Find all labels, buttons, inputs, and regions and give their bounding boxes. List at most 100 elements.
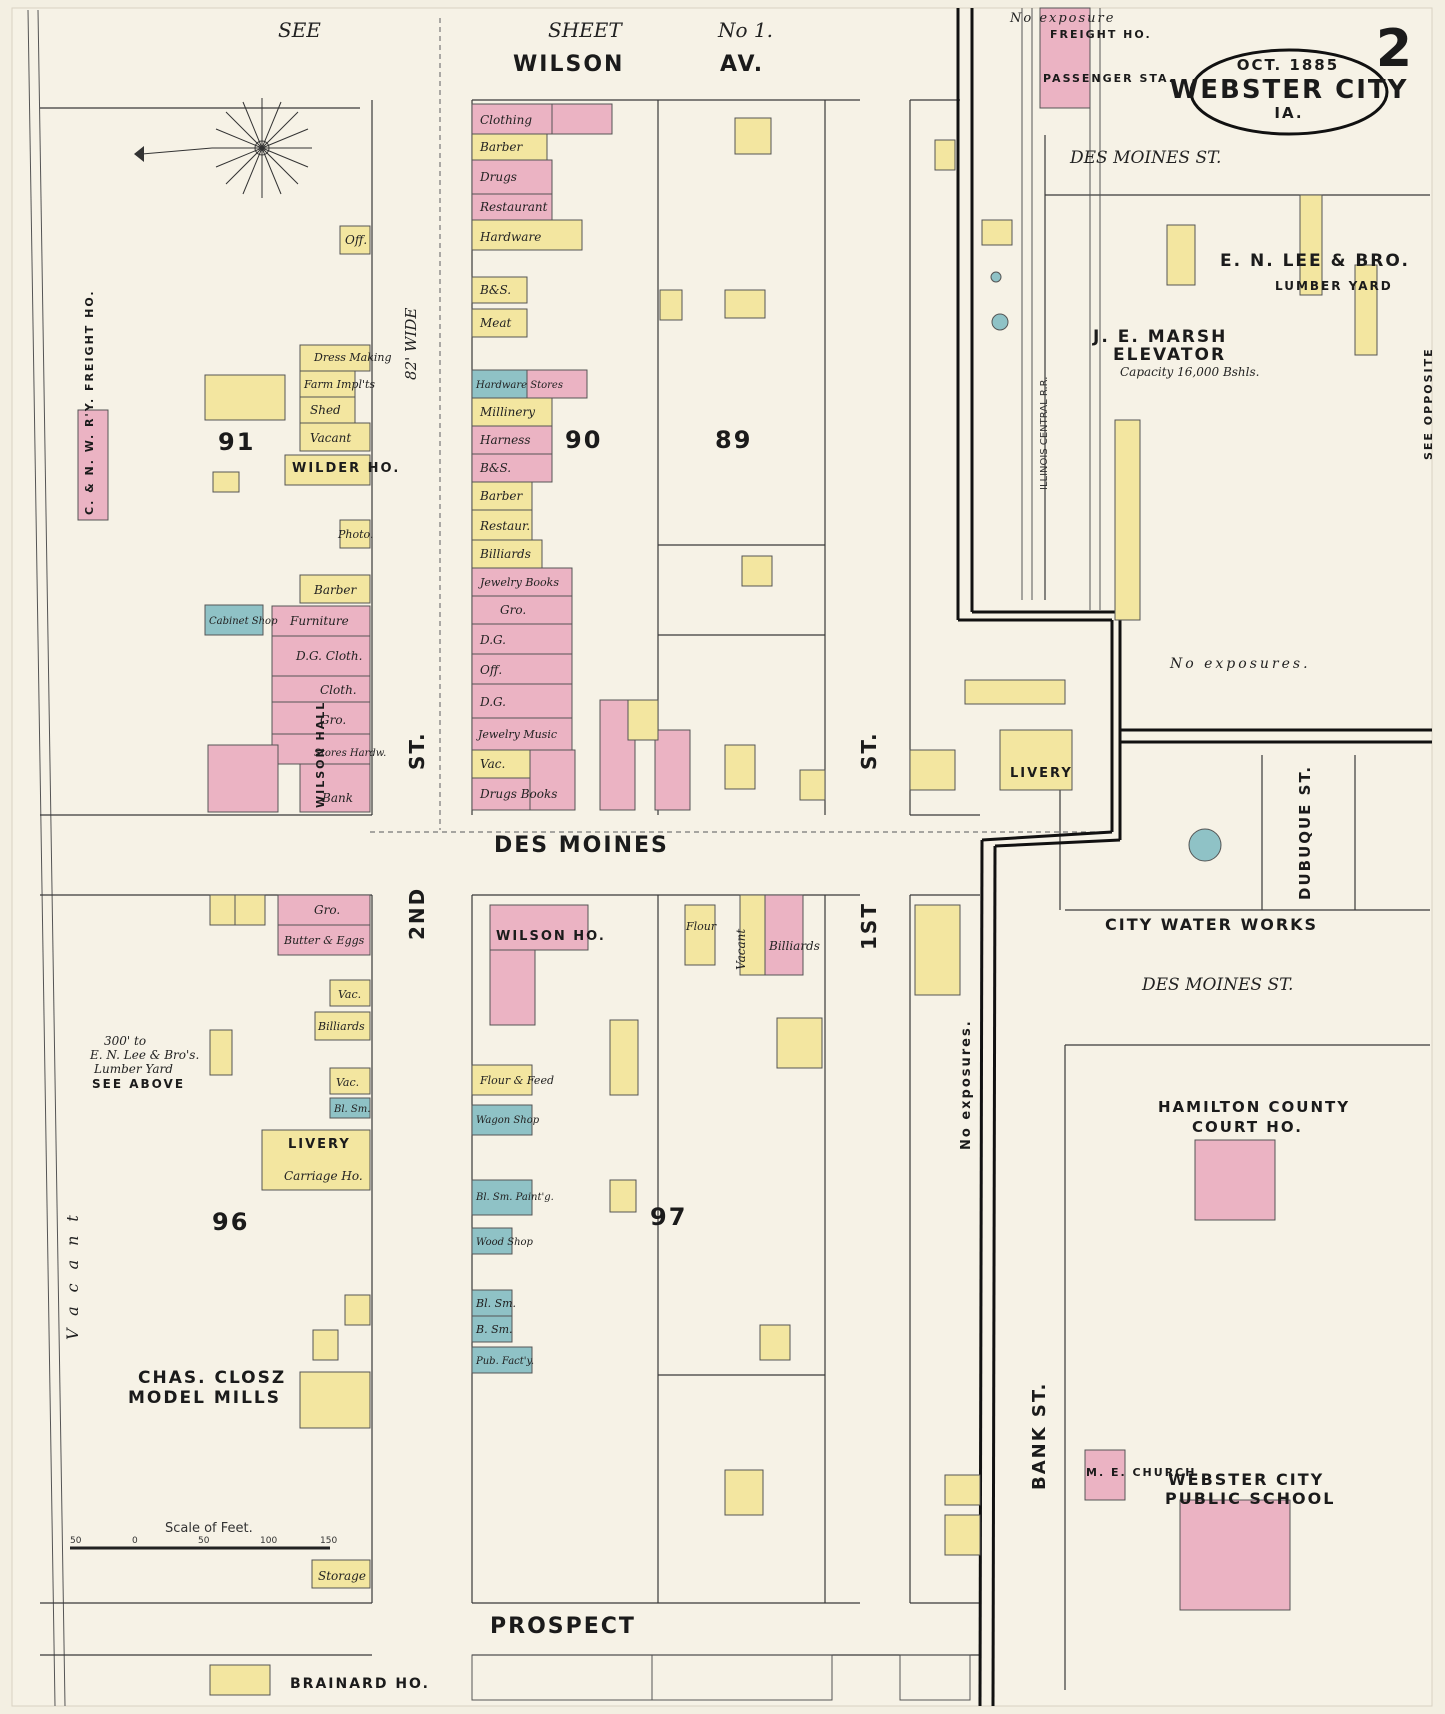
top-sheet: SHEET	[548, 18, 623, 42]
street-wilson-av: AV.	[720, 52, 764, 77]
street-des-moines-upper: DES MOINES ST.	[1069, 148, 1221, 168]
scale-tick-1: 0	[132, 1536, 138, 1546]
b90-label-11: Barber	[479, 489, 523, 503]
school-1: WEBSTER CITY	[1168, 1470, 1324, 1489]
b97-label-0: Flour & Feed	[479, 1074, 554, 1087]
title-date: OCT. 1885	[1237, 56, 1339, 74]
b91-label-1: Dress Making	[313, 351, 392, 364]
sheet-number: 2	[1376, 19, 1414, 79]
b97-label-1: Wagon Shop	[476, 1115, 540, 1126]
b96-label-1: Butter & Eggs	[283, 934, 365, 947]
b90-label-16: D.G.	[479, 633, 506, 647]
street-prospect: PROSPECT	[490, 1614, 636, 1639]
title-state: IA.	[1274, 104, 1303, 122]
b90-label-10: B&S.	[479, 461, 511, 475]
b90-label-2: Drugs	[479, 170, 517, 184]
b91-label-11: Gro.	[320, 713, 346, 727]
me-church-label: M. E. CHURCH	[1086, 1466, 1196, 1479]
closz-2: MODEL MILLS	[128, 1388, 281, 1408]
street-bank: BANK ST.	[1029, 1382, 1050, 1490]
lee-note-4: SEE ABOVE	[92, 1077, 185, 1091]
marsh-2: ELEVATOR	[1113, 345, 1226, 365]
b90-label-6: Meat	[479, 316, 512, 330]
block-97: 97	[650, 1203, 687, 1231]
b97-label-2: Bl. Sm. Paint'g.	[475, 1192, 554, 1203]
b90-label-20: Vac.	[480, 757, 505, 771]
street-2nd: 2ND	[405, 887, 429, 940]
block-91-buildings	[77, 225, 371, 813]
title-city: WEBSTER CITY	[1170, 75, 1409, 105]
b96-label-2: Vac.	[338, 988, 361, 1001]
block-90: 90	[565, 426, 602, 454]
block-96-labels: Gro. Butter & Eggs Vac. Billiards Vac. B…	[283, 903, 370, 1583]
no-exposures-east: No exposures.	[1169, 656, 1311, 672]
block-89: 89	[715, 426, 752, 454]
title-cartouche: OCT. 1885 WEBSTER CITY IA. 2	[1170, 19, 1414, 136]
block-97-buildings	[471, 894, 823, 1516]
court-1: HAMILTON COUNTY	[1158, 1098, 1350, 1116]
b96-label-0: Gro.	[314, 903, 340, 917]
block-96-buildings	[209, 894, 371, 1589]
block-90-buildings	[471, 103, 691, 811]
closz-1: CHAS. CLOSZ	[138, 1368, 286, 1388]
lee-note-1: 300' to	[104, 1034, 146, 1048]
top-no: No 1.	[717, 18, 773, 42]
b90-label-5: B&S.	[479, 283, 511, 297]
street-brainard: BRAINARD HO.	[290, 1676, 430, 1692]
b91-label-12: Stores Hardw.	[314, 748, 386, 759]
street-1st-st: ST.	[857, 731, 881, 770]
wilder-ho-label: WILDER HO.	[292, 461, 400, 476]
court-2: COURT HO.	[1192, 1118, 1303, 1136]
b90-label-14: Jewelry Books	[478, 576, 559, 589]
marsh-cap: Capacity 16,000 Bshls.	[1120, 365, 1259, 379]
no-exposures-vertical: No exposures.	[959, 1019, 974, 1150]
b90-label-19: Jewelry Music	[476, 728, 557, 741]
scale-tick-4: 150	[320, 1536, 337, 1546]
freight-ho-label: FREIGHT HO.	[1050, 28, 1152, 41]
illinois-central-label: ILLINOIS CENTRAL R.R.	[1039, 377, 1050, 490]
block-90-labels: Clothing Barber Drugs Restaurant Hardwar…	[475, 113, 563, 801]
school-2: PUBLIC SCHOOL	[1165, 1489, 1335, 1508]
livery-east-label: LIVERY	[1010, 766, 1073, 781]
b97-label-9: Billiards	[768, 939, 820, 953]
b90-label-21: Drugs Books	[479, 787, 557, 801]
street-1st: 1ST	[857, 902, 881, 950]
scale-tick-2: 50	[198, 1536, 210, 1546]
block-97-labels: Flour & Feed Wagon Shop Bl. Sm. Paint'g.…	[475, 920, 820, 1367]
b97-label-4: Bl. Sm.	[475, 1297, 516, 1310]
block-89-dwellings	[627, 117, 826, 801]
b96-label-3: Billiards	[317, 1020, 365, 1033]
b90-label-13: Billiards	[479, 547, 531, 561]
scale-bar: Scale of Feet. 50 0 50 100 150	[70, 1521, 337, 1550]
b97-label-6: Pub. Fact'y.	[475, 1356, 534, 1367]
wilson-hall-label: WILSON HALL	[314, 701, 327, 808]
no-exposure-top: No exposure	[1009, 11, 1115, 26]
b90-label-4: Hardware	[479, 230, 541, 244]
wilson-ho-label: WILSON HO.	[496, 929, 606, 944]
b91-label-13: Bank	[321, 791, 353, 805]
b91-label-3: Shed	[310, 403, 341, 417]
block-96: 96	[212, 1208, 249, 1236]
b90-label-3: Restaurant	[479, 200, 548, 214]
street-2nd-width: 82' WIDE	[402, 308, 420, 380]
marsh-1: J. E. MARSH	[1092, 327, 1227, 347]
passenger-sta-label: PASSENGER STA.	[1043, 72, 1175, 85]
b90-label-1: Barber	[479, 140, 523, 154]
b90-label-0: Clothing	[480, 113, 532, 127]
b91-label-4: Vacant	[310, 431, 351, 445]
cnw-freight-label: C. & N. W. R'Y. FREIGHT HO.	[83, 289, 96, 515]
b90-label-9: Harness	[479, 433, 531, 447]
block-91: 91	[218, 428, 255, 456]
b90-label-8: Millinery	[479, 405, 535, 419]
top-see: SEE	[278, 18, 321, 42]
b96-label-4: Vac.	[336, 1076, 359, 1089]
street-dubuque: DUBUQUE ST.	[1296, 765, 1314, 900]
b90-label-7: Hardware Stores	[475, 380, 563, 391]
street-des-moines: DES MOINES	[494, 833, 669, 858]
see-opposite-label: SEE OPPOSITE	[1422, 347, 1435, 460]
b91-label-6: Barber	[313, 583, 357, 597]
b91-label-0: Off.	[345, 233, 367, 247]
scale-tick-0: 50	[70, 1536, 82, 1546]
water-works-label: CITY WATER WORKS	[1105, 915, 1318, 934]
